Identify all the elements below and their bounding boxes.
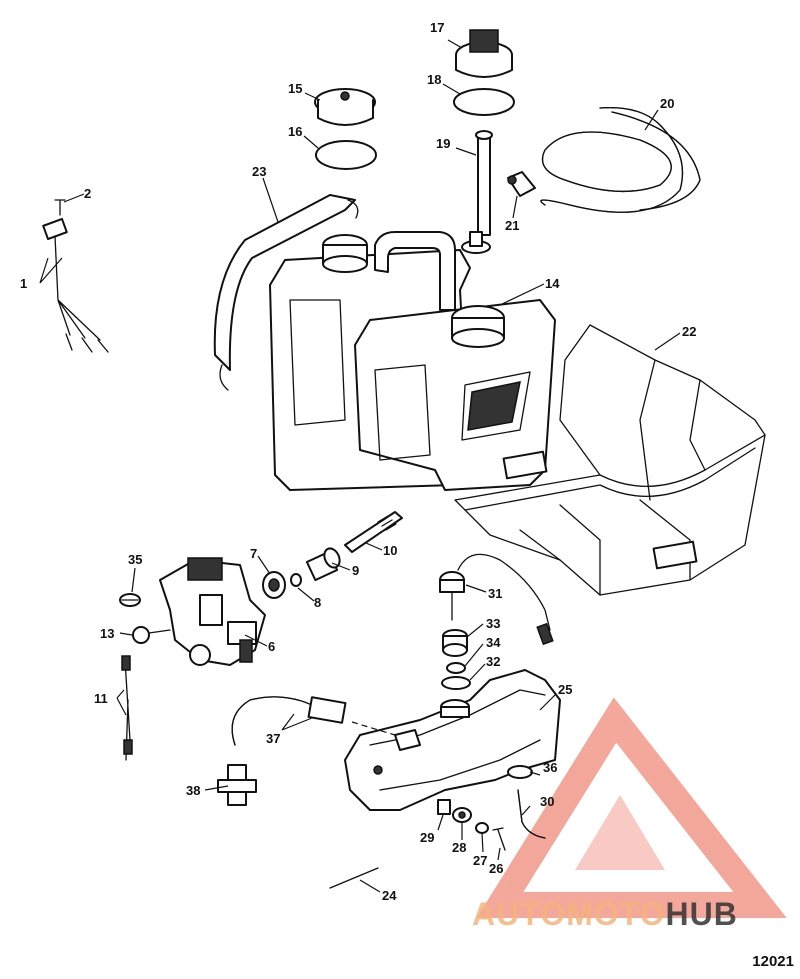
hose-clamp-36 [507,765,533,779]
cap-gasket [315,140,377,170]
oil-reservoir [344,669,561,811]
callout-27: 27 [473,853,487,868]
grommet-29 [437,799,451,815]
spacer-33 [442,629,468,657]
callout-32: 32 [486,654,500,669]
oil-hose-37 [231,696,347,746]
logo-text: AUTOMOTOHUB [472,896,738,932]
pump-clip [119,593,141,607]
callout-21: 21 [505,218,519,233]
callout-17: 17 [430,20,444,35]
screw-26 [492,827,506,851]
callout-15: 15 [288,81,302,96]
callout-18: 18 [427,72,441,87]
callout-19: 19 [436,136,450,151]
figure-code: 12021 [752,953,794,970]
callout-16: 16 [288,124,302,139]
driven-gear-shaft [344,511,403,553]
tank-tray [454,324,766,596]
callout-37: 37 [266,731,280,746]
grommet-34 [446,662,466,674]
vent-gasket [453,88,515,116]
logo-triangle-icon [476,697,787,918]
dipstick-24 [329,867,379,889]
callout-20: 20 [660,96,674,111]
bushing [305,547,341,582]
hose-fitting [507,171,536,197]
logo-text-part2: HUB [665,896,737,932]
elbow-30 [517,789,546,839]
callout-9: 9 [352,563,359,578]
tank-strap [213,194,356,371]
callout-28: 28 [452,840,466,855]
callout-13: 13 [100,626,114,641]
leader-lines [39,39,681,893]
tee-fitting [217,764,257,806]
logo-text-part1: AUTOMOTO [472,896,665,932]
fuel-hose [540,106,701,213]
fuel-tank [269,231,556,491]
callout-1: 1 [20,276,27,291]
callout-22: 22 [682,324,696,339]
gasket-32 [441,676,471,690]
watermark-logo [476,697,787,918]
callout-30: 30 [540,794,554,809]
screw [54,199,66,216]
bushing-28 [452,807,472,823]
pickup-tube [461,130,493,254]
callout-2: 2 [84,186,91,201]
callout-23: 23 [252,164,266,179]
hose-clamp-11 [121,655,133,761]
o-ring-8 [290,573,302,587]
callout-25: 25 [558,682,572,697]
callout-26: 26 [489,861,503,876]
callout-31: 31 [488,586,502,601]
callout-11: 11 [94,691,108,706]
callout-10: 10 [383,543,397,558]
oil-pump [159,557,266,666]
callout-34: 34 [486,635,501,650]
washer-27 [475,822,489,834]
callout-7: 7 [250,546,257,561]
pump-bolt [132,626,171,644]
vent-cap [455,29,513,78]
callout-14: 14 [545,276,560,291]
wiring-harness [42,218,109,353]
callout-38: 38 [186,783,200,798]
callout-29: 29 [420,830,434,845]
callout-6: 6 [268,639,275,654]
callout-24: 24 [382,888,397,903]
fuel-cap [314,88,376,126]
drive-gear [262,571,286,599]
callout-labels: 1 2 6 7 8 9 10 11 13 14 15 16 17 18 19 2… [20,20,696,903]
sight-gauge-31 [439,553,554,646]
callout-8: 8 [314,595,321,610]
callout-33: 33 [486,616,500,631]
callout-35: 35 [128,552,142,567]
callout-36: 36 [543,760,557,775]
